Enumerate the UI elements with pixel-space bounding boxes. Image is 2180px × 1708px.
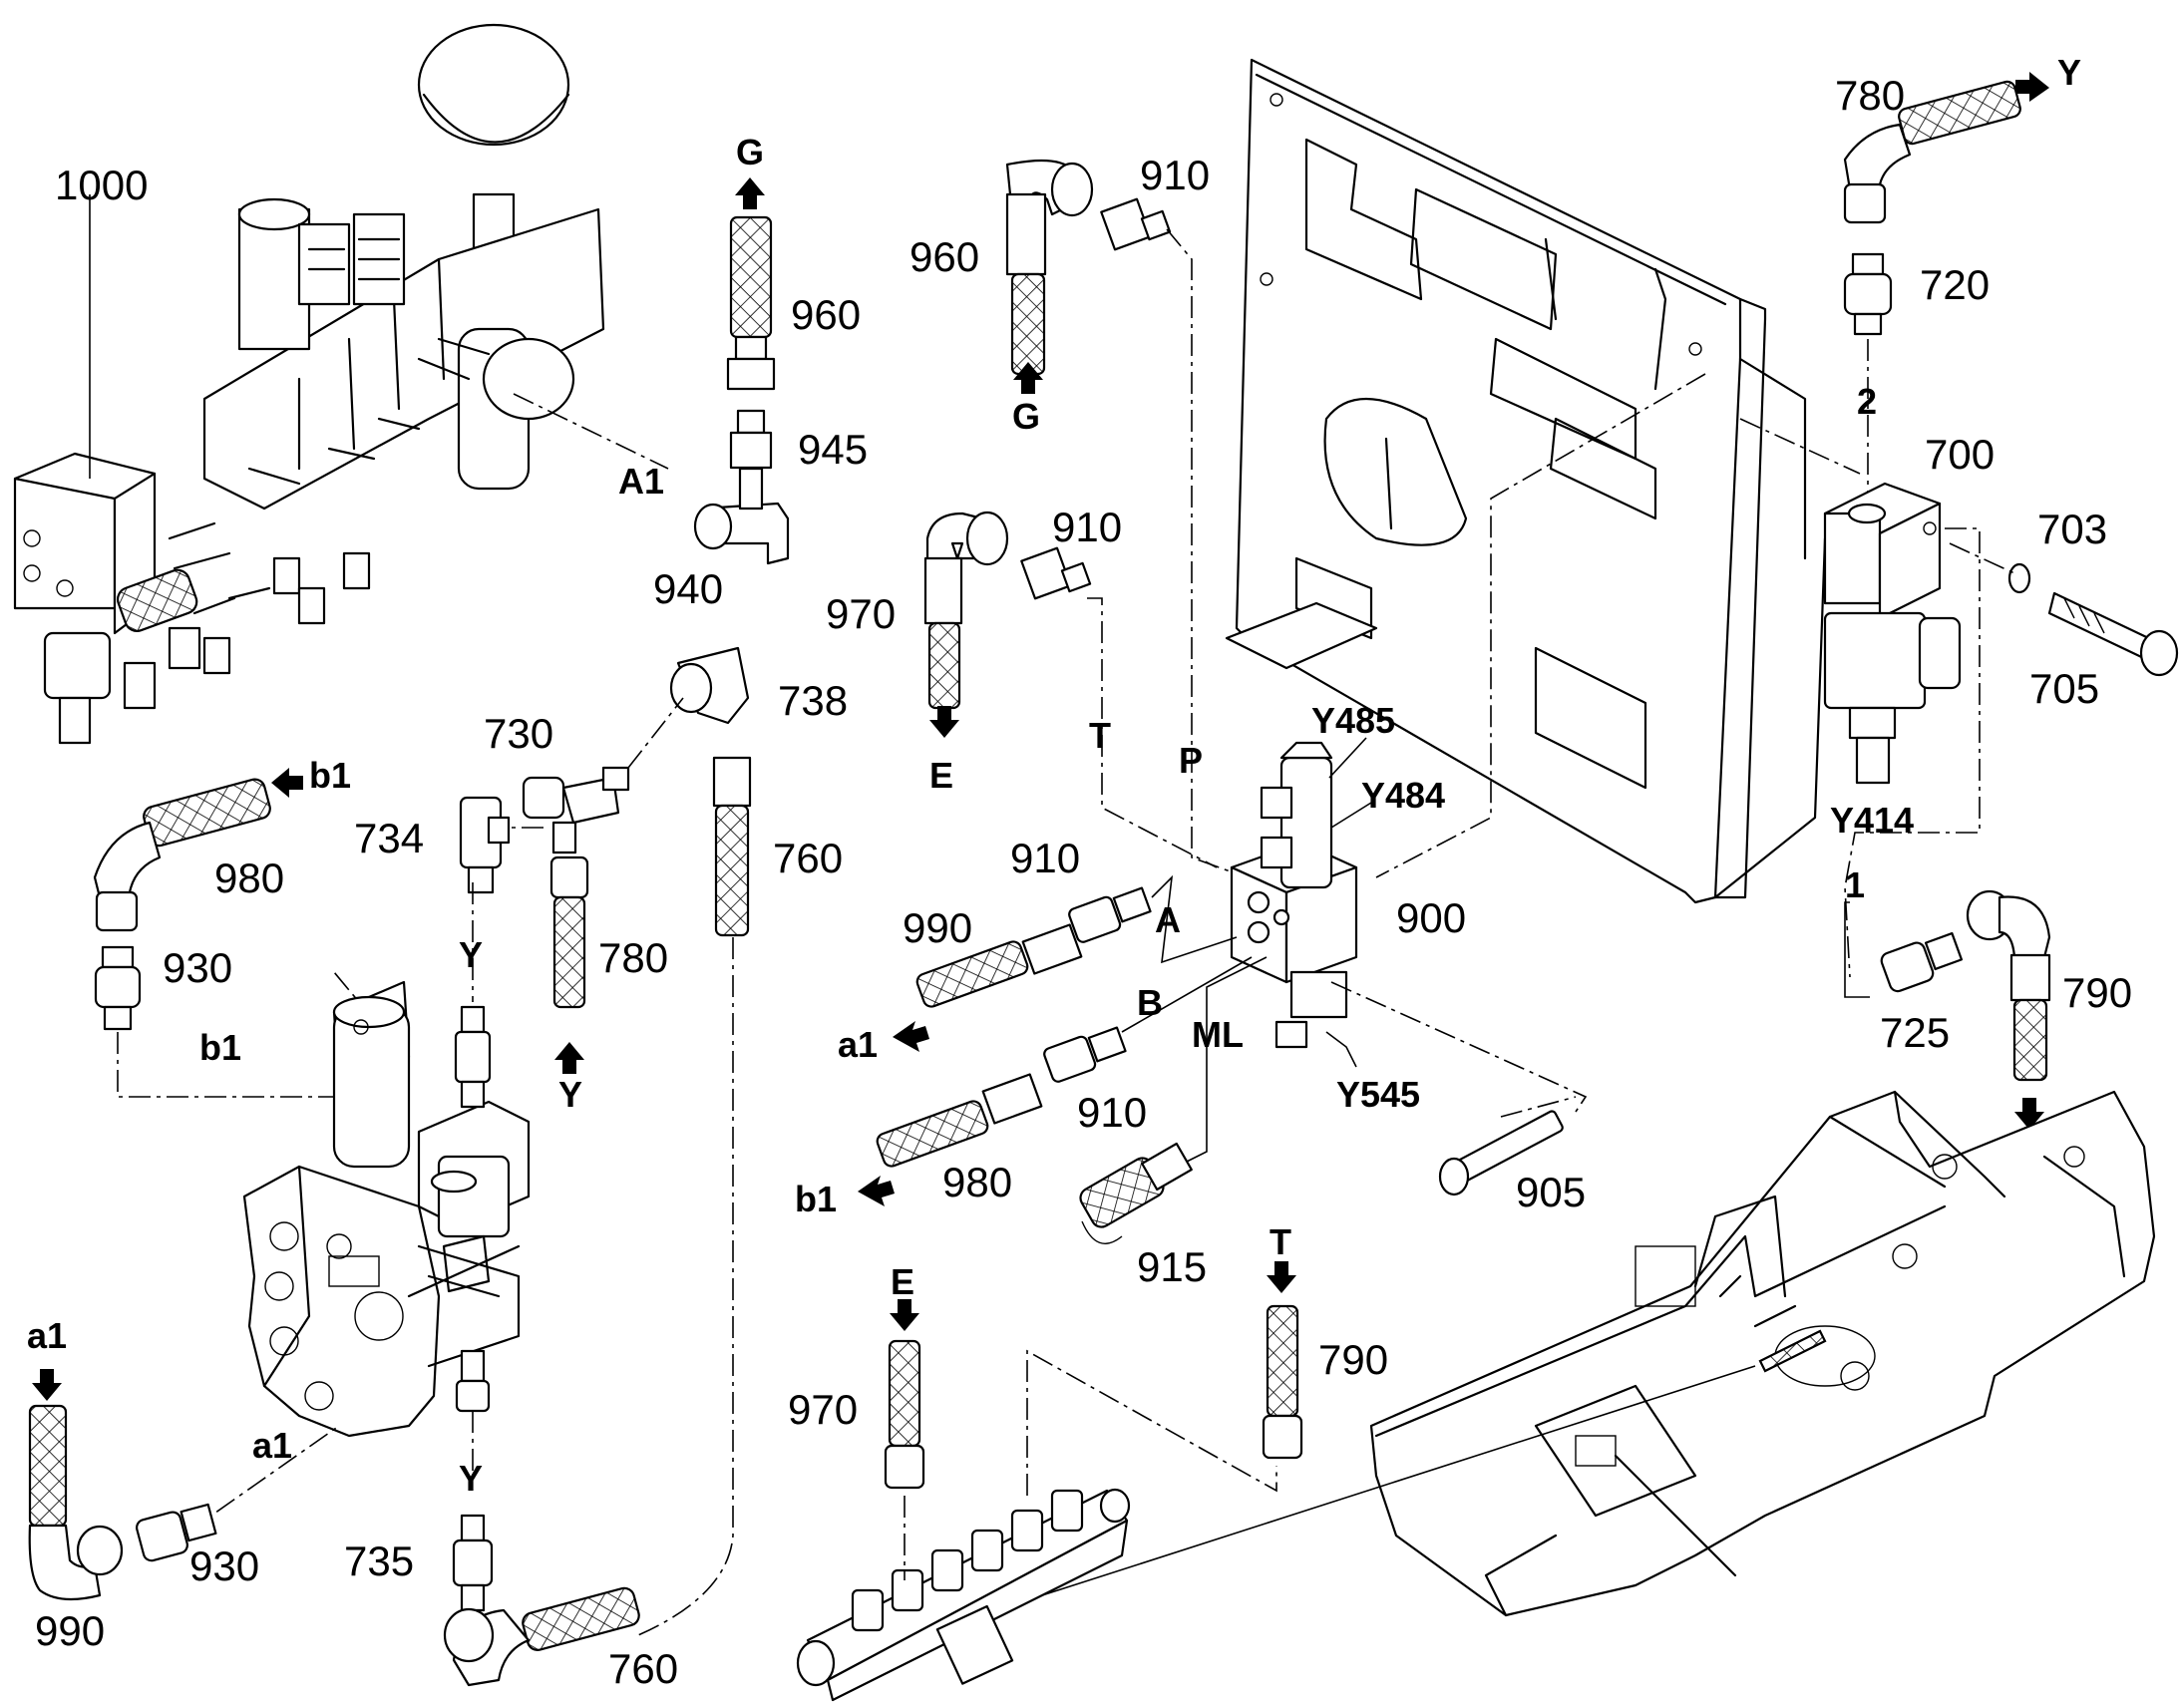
part-number-790-b: 790 xyxy=(1318,1336,1388,1383)
part-number-900: 900 xyxy=(1396,894,1466,941)
part-number-700: 700 xyxy=(1925,431,1995,478)
part-number-760-b: 760 xyxy=(608,1645,678,1692)
part-number-780-a: 780 xyxy=(1835,72,1905,119)
leader-chassis-manifold xyxy=(1041,1365,1756,1596)
port-label-y-top: Y xyxy=(2057,52,2081,93)
part-number-705: 705 xyxy=(2029,665,2099,712)
hose-assembly-990-a1 xyxy=(28,1369,217,1601)
port-label-a1-b: a1 xyxy=(27,1315,67,1356)
hose-assembly-780-y xyxy=(1843,72,2049,336)
part-number-945: 945 xyxy=(798,426,868,473)
chassis-frame xyxy=(1369,1090,2156,1617)
solenoid-label-y485: Y485 xyxy=(1311,700,1395,741)
solenoid-valve-700 xyxy=(1823,482,1981,978)
part-number-915: 915 xyxy=(1137,1243,1207,1290)
port-label-e-a: E xyxy=(929,755,953,796)
part-number-990-a: 990 xyxy=(903,904,972,951)
part-number-910-d: 910 xyxy=(1077,1089,1147,1136)
part-number-940: 940 xyxy=(653,565,723,612)
part-number-980-a: 980 xyxy=(214,854,284,901)
hose-790-t-bottom xyxy=(1262,1261,1303,1460)
part-number-930-a: 930 xyxy=(163,944,232,991)
port-label-2: 2 xyxy=(1857,381,1877,422)
port-label-t-a: T xyxy=(1089,715,1111,756)
part-number-730: 730 xyxy=(484,710,553,757)
port-label-a1-c: a1 xyxy=(252,1425,292,1466)
part-number-910-c: 910 xyxy=(1010,835,1080,881)
part-number-760-a: 760 xyxy=(773,835,843,881)
part-number-780-b: 780 xyxy=(598,934,668,981)
part-number-734: 734 xyxy=(354,815,424,861)
solenoid-label-y484: Y484 xyxy=(1361,775,1445,816)
valve-block-assembly-1000 xyxy=(13,23,669,745)
hose-assembly-g-top xyxy=(693,177,790,565)
port-label-e-b: E xyxy=(891,1261,914,1302)
leader-frame-700 xyxy=(1739,418,1861,475)
bolt-705-washer-703 xyxy=(1949,542,2179,677)
port-label-y-b: Y xyxy=(558,1074,582,1115)
tee-fitting-group xyxy=(459,646,752,1636)
part-number-910-b: 910 xyxy=(1052,504,1122,550)
part-number-960-a: 960 xyxy=(791,291,861,338)
port-label-t-c: T xyxy=(1270,1221,1291,1262)
hose-assembly-790-t xyxy=(1844,889,2051,1130)
part-number-980-b: 980 xyxy=(942,1159,1012,1205)
part-number-930-b: 930 xyxy=(189,1542,259,1589)
valve-fittings-group xyxy=(858,874,1577,1244)
manifold-block xyxy=(796,1349,1277,1702)
solenoid-label-y414: Y414 xyxy=(1830,800,1914,841)
part-number-970-b: 970 xyxy=(788,1386,858,1433)
part-number-990-b: 990 xyxy=(35,1607,105,1654)
part-number-738: 738 xyxy=(778,677,848,724)
port-label-a1: A1 xyxy=(618,461,664,502)
port-label-g-mid: G xyxy=(1012,396,1040,437)
port-label-g-top: G xyxy=(736,132,764,172)
port-label-p: P xyxy=(1179,740,1203,781)
part-number-1000: 1000 xyxy=(55,162,148,208)
part-number-910-a: 910 xyxy=(1140,152,1210,198)
port-label-a: A xyxy=(1155,899,1181,940)
cab-frame-plate xyxy=(1225,58,1827,904)
port-label-1: 1 xyxy=(1845,864,1865,905)
part-number-703: 703 xyxy=(2037,506,2107,552)
port-label-b1-b: b1 xyxy=(199,1027,241,1068)
part-number-790-a: 790 xyxy=(2062,969,2132,1016)
port-label-y-c: Y xyxy=(459,1458,483,1499)
hose-assembly-960-g xyxy=(1005,159,1248,878)
hose-970-e-bottom xyxy=(884,1299,925,1490)
port-label-b1-a: b1 xyxy=(309,755,351,796)
port-label-ml: ML xyxy=(1192,1014,1244,1055)
hose-assembly-970-e xyxy=(923,511,1218,868)
solenoid-label-y545: Y545 xyxy=(1336,1074,1420,1115)
hose-assembly-760-bottom xyxy=(443,1514,640,1687)
control-valve-section xyxy=(154,882,531,1556)
part-number-725: 725 xyxy=(1880,1009,1950,1056)
part-number-905: 905 xyxy=(1516,1169,1586,1215)
part-number-970-a: 970 xyxy=(826,590,896,637)
port-label-b: B xyxy=(1137,982,1163,1023)
leader-frame-valve xyxy=(1375,373,1706,878)
part-number-960-b: 960 xyxy=(909,233,979,280)
part-number-735: 735 xyxy=(344,1537,414,1584)
port-label-b1-c: b1 xyxy=(795,1179,837,1219)
port-label-a1-a: a1 xyxy=(838,1024,878,1065)
directional-valve-900 xyxy=(1230,737,1588,1113)
part-number-720: 720 xyxy=(1920,261,1990,308)
port-label-y-a: Y xyxy=(459,934,483,975)
